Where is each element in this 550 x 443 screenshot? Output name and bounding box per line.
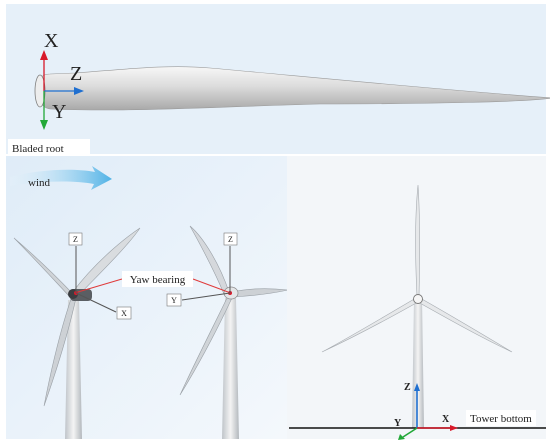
wind-arrow: [10, 166, 112, 190]
left-x-label: X: [121, 309, 127, 318]
right-y-label: Y: [171, 296, 177, 305]
blade-x-label: X: [44, 30, 59, 52]
blade-z-label: Z: [70, 63, 82, 85]
blade-root-label-box: [8, 139, 90, 156]
left-turbine-tower: [65, 300, 82, 439]
tower-x-label: X: [442, 414, 450, 425]
tower-hub: [413, 294, 423, 304]
blade-z-axis-arrow: [74, 87, 84, 95]
right-blade-upper: [189, 225, 230, 295]
tower-y-axis-line: [402, 427, 418, 438]
blade-y-label: Y: [52, 101, 66, 123]
left-z-box: [68, 232, 83, 246]
yaw-label-box: [122, 271, 193, 287]
blade: [37, 66, 550, 111]
right-turbine-tower: [222, 298, 239, 439]
left-x-axis-line: [75, 292, 117, 313]
right-turbine: [179, 225, 289, 439]
right-z-box: [223, 232, 238, 246]
left-blade-left: [13, 237, 73, 298]
right-y-axis-line: [181, 292, 231, 301]
tower-blade-left: [321, 297, 419, 353]
tower-y-label: Y: [394, 418, 402, 429]
yaw-label: Yaw bearing: [130, 274, 186, 286]
right-z-label: Z: [228, 235, 233, 244]
left-z-label: Z: [73, 235, 78, 244]
wind-label: wind: [28, 177, 51, 189]
left-x-box: [116, 306, 132, 320]
tower-x-axis-arrow: [450, 425, 458, 431]
tower-y-axis-arrow: [398, 434, 405, 440]
blade-x-axis-arrow: [40, 50, 48, 60]
tower-bottom-label-box: [466, 410, 536, 426]
yaw-leader-left: [77, 278, 123, 293]
tower-blade-right: [417, 297, 513, 353]
yaw-panel-bg: [6, 156, 287, 439]
tower-z-axis-arrow: [414, 383, 420, 391]
left-blade-upper: [71, 227, 141, 298]
tower-bottom-label: Tower bottom: [470, 413, 532, 425]
blade-root-label: Bladed root: [12, 143, 64, 155]
blade-y-axis-arrow: [40, 120, 48, 130]
tower: [412, 298, 424, 428]
tower-z-label: Z: [404, 382, 411, 393]
left-turbine: [13, 227, 141, 439]
tower-blade-up: [415, 184, 420, 297]
right-blade-lower: [179, 295, 233, 396]
left-blade-lower: [43, 295, 77, 407]
right-y-box: [166, 293, 182, 307]
yaw-leader-right: [192, 278, 229, 293]
